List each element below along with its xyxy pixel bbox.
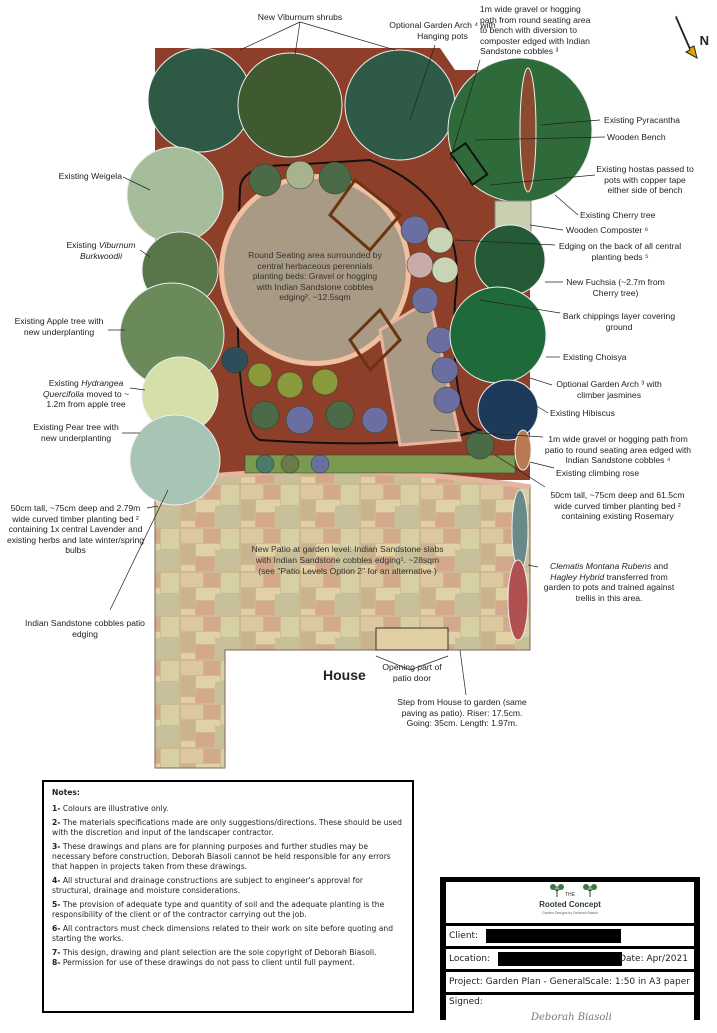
garden-arch-3 [348,307,402,373]
edging-line [236,158,484,445]
label-pyracantha: Existing Pyracantha [604,115,680,125]
label-hydrangea: Existing Hydrangea Quercifolia moved to … [42,378,130,410]
note-item: 1- Colours are illustrative only. [52,804,169,813]
wooden-bench [449,141,489,187]
label-bark-chippings: Bark chippings layer covering ground [562,311,676,332]
redacted-location [498,952,622,966]
hydrangea-name: Hydrangea Quercifolia [42,378,124,399]
label-new-viburnum: New Viburnum shrubs [257,12,343,22]
logo-the: THE [565,892,575,898]
client-label: Client: [449,931,479,941]
rooted-concept-logo: THE Rooted Concept Garden Designs by Deb… [446,882,694,923]
notes-title: Notes: [52,788,80,797]
weigela [126,146,224,244]
label-round-seating: Round Seating area surrounded by central… [248,250,382,303]
title-block: THE Rooted Concept Garden Designs by Deb… [440,877,700,1033]
label-climbing-rose: Existing climbing rose [556,468,640,478]
signed-row: Signed: Deborah Biasoli [446,995,694,1033]
leader-lines [108,21,606,696]
logo-trees-icon [550,884,597,897]
redacted-client [486,929,621,943]
clematis-montana [511,489,529,571]
clematis-name-1: Clematis Montana Rubens [549,561,652,571]
logo-name: Rooted Concept [539,900,601,909]
climbing-rose [514,429,532,471]
location-label: Location: [449,954,491,964]
label-fuchsia: New Fuchsia (~2.7m from Cherry tree) [566,277,665,298]
scale-value: Scale: 1:50 in A3 paper [584,977,690,987]
signed-label: Signed: [449,997,483,1007]
label-weigela: Existing Weigela [58,171,122,181]
label-new-patio: New Patio at garden level: Indian Sandst… [251,544,444,565]
clematis-rest: transferred from garden to pots and trai… [543,571,675,603]
logo-tagline: Garden Designs by Deborah Biasoli [542,911,598,915]
step [375,627,449,651]
label-house: House [323,667,366,683]
note-item: 4- All structural and drainage construct… [52,876,364,895]
label-wooden-bench: Wooden Bench [607,132,666,142]
label-clematis: Clematis Montana Rubens and Hagley Hybri… [540,561,678,603]
viburnum-3 [344,49,456,161]
label-step: Step from House to garden (same paving a… [397,697,527,729]
client-row: Client: [446,926,694,946]
label-patio-door: Opening part of patio door [382,662,442,683]
pear-tree [129,414,221,506]
note-item: 2- The materials specifications made are… [52,818,402,837]
label-garden-arch-4: Optional Garden Arch ⁴ with Hanging pots [389,20,496,41]
project-value: Project: Garden Plan - General [449,977,586,987]
choisya [449,286,547,384]
label-edging: Edging on the back of all central planti… [558,241,682,262]
signature: Deborah Biasoli [531,1012,612,1023]
round-seating-area [224,179,406,361]
north-arrow-icon [675,15,698,59]
clematis-and: and [651,561,668,571]
north-label: N [699,33,709,48]
label-bed-right: 50cm tall, ~75cm deep and 61.5cm wide cu… [550,490,685,522]
label-pear-tree: Existing Pear tree with new underplantin… [33,422,119,443]
label-hostas: Existing hostas passed to pots with copp… [596,164,694,196]
label-new-patio-see: (see "Patio Levels Option 2" for an alte… [258,566,437,576]
label-path-from-patio: 1m wide gravel or hogging path from pati… [544,434,692,466]
viburnum-2 [237,52,343,158]
label-patio-edging: Indian Sandstone cobbles patio edging [25,618,145,639]
fuchsia [474,224,546,296]
note-item: 5- The provision of adequate type and qu… [52,900,385,919]
date-value: Date: Apr/2021 [619,954,688,964]
note-item: 7- This design, drawing and plant select… [52,948,377,957]
pyracantha [519,67,537,193]
label-apple-tree: Existing Apple tree with new underplanti… [14,316,104,337]
herbaceous-plants [221,160,516,474]
label-composter: Wooden Composter ⁶ [566,225,649,235]
garden-plan [108,15,698,769]
label-bed-left: 50cm tall, ~75cm deep and 2.79m wide cur… [6,503,145,556]
hydrangea-rest: moved to ~ 1.2m from apple tree [46,388,130,410]
label-hibiscus: Existing Hibiscus [550,408,615,418]
viburnum-1 [147,47,253,153]
shrubs [119,47,593,641]
hydrangea-prefix: Existing [48,378,82,388]
label-path-to-bench: 1m wide gravel or hogging path from roun… [480,4,591,57]
notes-box: Notes: 1- Colours are illustrative only.… [42,780,414,1013]
note-item: 6- All contractors must check dimensions… [52,924,394,943]
note-item: 3- These drawings and plans are for plan… [52,842,391,871]
garden-arch-4 [327,177,403,253]
label-viburnum-burkwoodii: Existing Viburnum Burkwoodii [62,240,140,261]
clematis-hagley [507,559,529,641]
label-choisya: Existing Choisya [563,352,627,362]
location-row: Location: Date: Apr/2021 [446,949,694,969]
clematis-name-2: Hagley Hybrid [550,571,605,582]
note-item: 8- Permission for use of these drawings … [52,958,355,967]
viburnum-prefix: Existing [66,240,99,250]
hibiscus [477,379,539,441]
viburnum-name: Viburnum Burkwoodii [79,240,136,261]
label-cherry-tree: Existing Cherry tree [580,210,656,220]
label-garden-arch-3: Optional Garden Arch ³ with climber jasm… [556,379,662,400]
